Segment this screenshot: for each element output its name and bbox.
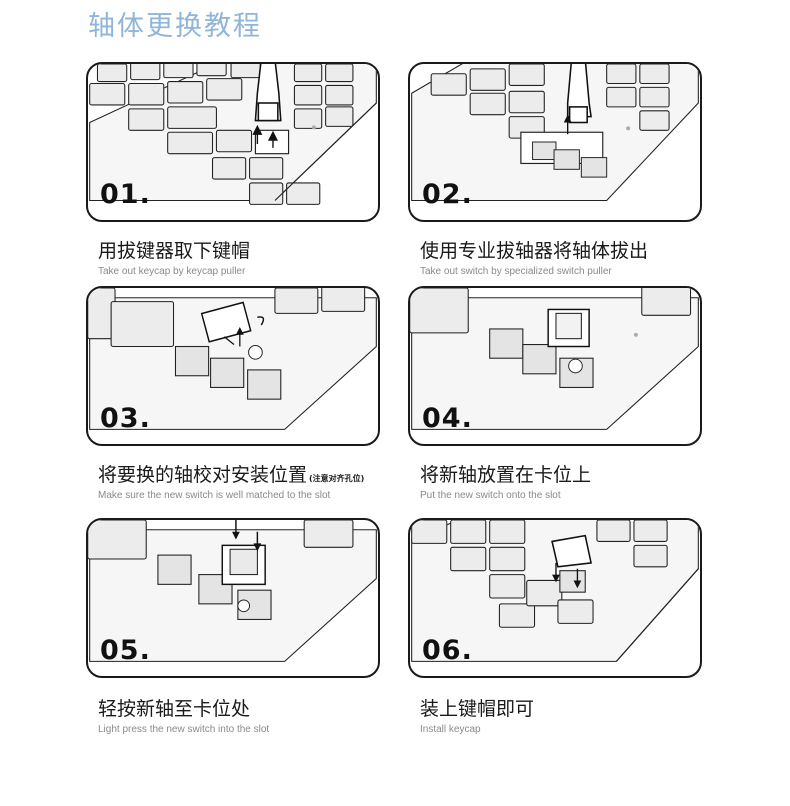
step-number: 04. xyxy=(422,403,473,434)
step-title: 装上键帽即可 xyxy=(420,698,535,720)
step-subtitle: Take out keycap by keycap puller xyxy=(98,266,246,277)
step-6-caption: 装上键帽即可 Install keycap xyxy=(420,694,534,735)
page-title: 轴体更换教程 xyxy=(88,11,262,42)
step-subtitle: Take out switch by specialized switch pu… xyxy=(420,266,612,277)
step-2-illustration: 02. xyxy=(408,62,702,222)
step-subtitle: Make sure the new switch is well matched… xyxy=(98,490,331,501)
keyboard-drawing xyxy=(88,520,377,662)
step-5-caption: 轻按新轴至卡位处 Light press the new switch into… xyxy=(98,694,269,735)
step-3-illustration: 03. xyxy=(86,286,380,446)
step-title: 使用专业拔轴器将轴体拔出 xyxy=(420,240,649,262)
step-1-illustration: 01. xyxy=(86,62,380,222)
step-3-caption: 将要换的轴校对安装位置(注意对齐孔位) Make sure the new sw… xyxy=(98,460,364,501)
step-4-caption: 将新轴放置在卡位上 Put the new switch onto the sl… xyxy=(420,460,591,501)
step-number: 02. xyxy=(422,179,473,210)
step-4-illustration: 04. xyxy=(408,286,702,446)
keyboard-drawing xyxy=(88,288,377,430)
step-number: 01. xyxy=(100,179,151,210)
step-title: 用拔键器取下键帽 xyxy=(98,240,251,262)
step-subtitle: Install keycap xyxy=(420,724,481,735)
step-number: 05. xyxy=(100,635,151,666)
step-number: 03. xyxy=(100,403,151,434)
step-5-illustration: 05. xyxy=(86,518,380,678)
keyboard-drawing xyxy=(411,64,699,202)
step-subtitle: Put the new switch onto the slot xyxy=(420,490,561,501)
step-1-caption: 用拔键器取下键帽 Take out keycap by keycap pulle… xyxy=(98,236,250,277)
step-2-caption: 使用专业拔轴器将轴体拔出 Take out switch by speciali… xyxy=(420,236,648,277)
step-title: 将要换的轴校对安装位置(注意对齐孔位) xyxy=(98,460,364,487)
step-6-illustration: 06. xyxy=(408,518,702,678)
step-title-text: 将要换的轴校对安装位置 xyxy=(98,464,308,486)
keyboard-drawing xyxy=(89,64,377,205)
keyboard-drawing xyxy=(410,288,699,430)
step-note: (注意对齐孔位) xyxy=(309,474,365,483)
keyboard-drawing xyxy=(411,520,699,662)
step-number: 06. xyxy=(422,635,473,666)
step-subtitle: Light press the new switch into the slot xyxy=(98,724,270,735)
step-title: 轻按新轴至卡位处 xyxy=(98,698,251,720)
step-title: 将新轴放置在卡位上 xyxy=(420,464,592,486)
